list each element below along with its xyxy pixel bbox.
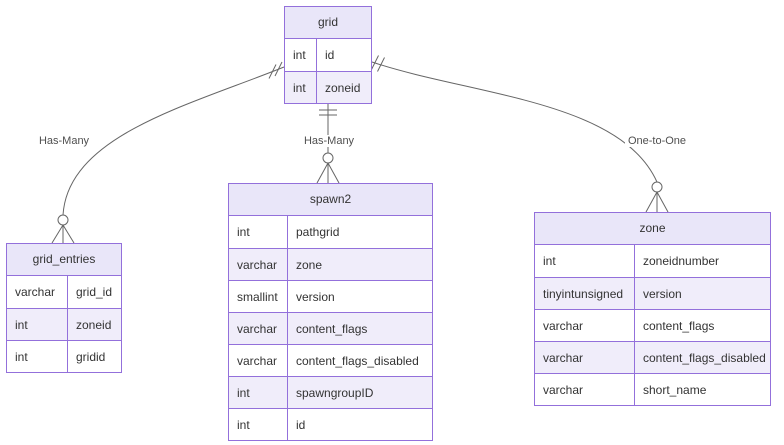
relationship-label: One-to-One <box>624 135 690 147</box>
attribute-name: zone <box>296 258 323 272</box>
attribute-name: content_flags <box>296 322 368 336</box>
entity-title: grid_entries <box>7 244 121 276</box>
attribute-name: pathgrid <box>296 225 340 239</box>
entity-grid: grid int id int zoneid <box>284 6 372 104</box>
attribute-type: varchar <box>229 313 288 344</box>
attribute-row: varchar short_name <box>535 373 770 405</box>
attribute-type: varchar <box>229 345 288 376</box>
attribute-row: varchar content_flags <box>229 312 432 344</box>
attribute-row: smallint version <box>229 280 432 312</box>
attribute-row: varchar zone <box>229 248 432 280</box>
attribute-type: int <box>229 409 288 440</box>
entity-grid-entries: grid_entries varchar grid_id int zoneid … <box>6 243 122 373</box>
one-and-only-one-marker <box>268 61 283 79</box>
attribute-row: int zoneid <box>7 308 121 340</box>
attribute-row: varchar grid_id <box>7 276 121 308</box>
attribute-row: varchar content_flags_disabled <box>535 341 770 373</box>
one-and-only-one-marker <box>319 109 337 116</box>
attribute-type: int <box>285 39 317 71</box>
attribute-name: content_flags_disabled <box>643 351 766 365</box>
attribute-name: content_flags_disabled <box>296 354 419 368</box>
zero-or-many-marker <box>51 214 75 244</box>
attribute-type: varchar <box>535 374 635 405</box>
attribute-name: content_flags <box>643 319 715 333</box>
attribute-type: int <box>285 72 317 103</box>
entity-zone: zone int zoneidnumber tinyintunsigned ve… <box>534 212 771 406</box>
relationship-grid-zone <box>371 55 669 213</box>
attribute-type: varchar <box>229 249 288 280</box>
attribute-name: spawngroupID <box>296 386 374 400</box>
attribute-type: varchar <box>535 310 635 341</box>
entity-spawn2: spawn2 int pathgrid varchar zone smallin… <box>228 183 433 441</box>
attribute-row: int id <box>285 39 371 71</box>
relationship-line <box>62 66 285 216</box>
attribute-row: int zoneid <box>285 71 371 103</box>
relationship-grid-grid_entries <box>51 61 285 244</box>
attribute-name: zoneid <box>325 81 361 95</box>
zero-or-many-marker <box>316 152 340 184</box>
attribute-name: zoneidnumber <box>643 254 720 268</box>
attribute-row: varchar content_flags <box>535 309 770 341</box>
attribute-name: id <box>296 418 306 432</box>
attribute-type: int <box>229 377 288 408</box>
attribute-row: int gridid <box>7 340 121 372</box>
attribute-type: int <box>229 216 288 248</box>
attribute-name: zoneid <box>76 318 112 332</box>
attribute-row: int zoneidnumber <box>535 245 770 277</box>
attribute-row: tinyintunsigned version <box>535 277 770 309</box>
attribute-name: id <box>325 48 335 62</box>
entity-title: zone <box>535 213 770 245</box>
attribute-type: smallint <box>229 281 288 312</box>
attribute-name: short_name <box>643 383 707 397</box>
relationship-line <box>371 61 658 183</box>
relationship-label: Has-Many <box>35 135 93 147</box>
attribute-type: int <box>7 341 68 372</box>
attribute-name: version <box>296 290 335 304</box>
attribute-row: int spawngroupID <box>229 376 432 408</box>
attribute-type: tinyintunsigned <box>535 278 635 309</box>
entity-title: spawn2 <box>229 184 432 216</box>
one-and-only-one-marker <box>371 55 385 72</box>
attribute-type: varchar <box>535 342 635 373</box>
attribute-name: gridid <box>76 350 106 364</box>
attribute-row: int pathgrid <box>229 216 432 248</box>
entity-title: grid <box>285 7 371 39</box>
attribute-name: version <box>643 287 682 301</box>
attribute-row: varchar content_flags_disabled <box>229 344 432 376</box>
attribute-type: int <box>7 309 68 340</box>
attribute-row: int id <box>229 408 432 440</box>
relationship-label: Has-Many <box>300 135 358 147</box>
zero-or-many-marker <box>645 181 669 213</box>
attribute-type: int <box>535 245 635 277</box>
attribute-type: varchar <box>7 276 68 308</box>
attribute-name: grid_id <box>76 285 113 299</box>
